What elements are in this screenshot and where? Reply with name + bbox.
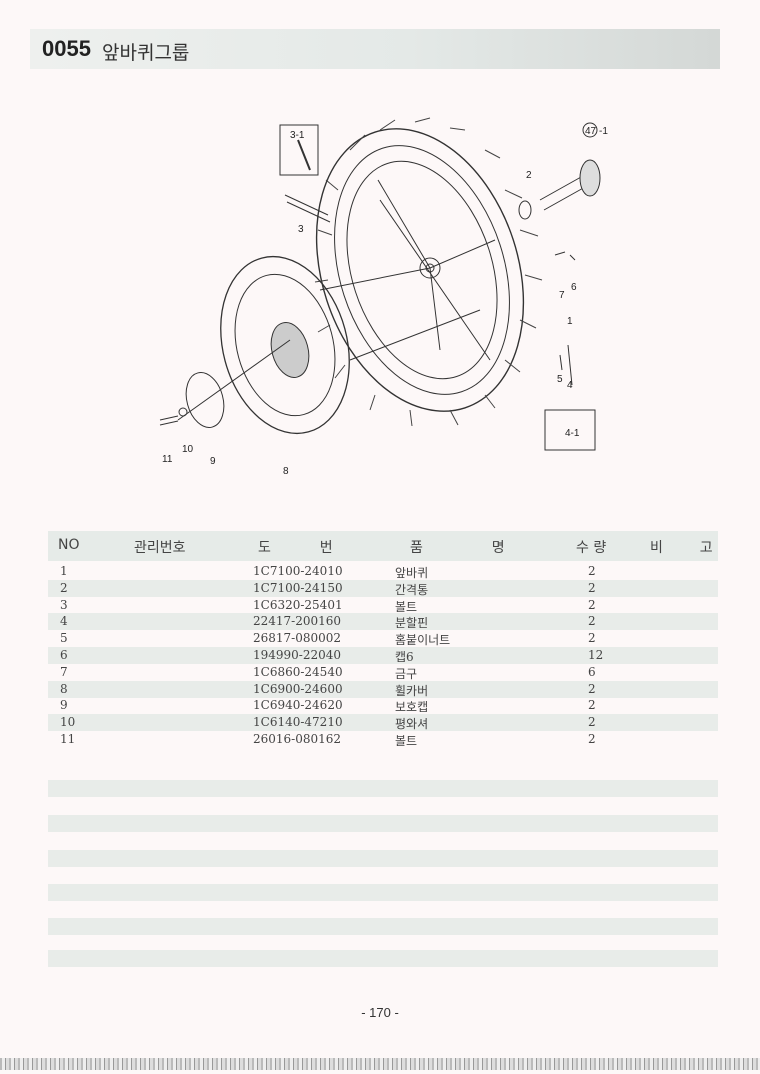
- page-number: - 170 -: [361, 1005, 399, 1020]
- cell-qty: 12: [588, 648, 604, 662]
- cell-name: 보호캡: [395, 700, 429, 715]
- callout-47-suffix: -1: [599, 126, 608, 137]
- cell-part: 1C6140-47210: [253, 715, 343, 730]
- callout-1: 1: [567, 316, 573, 327]
- cell-part: 22417-200160: [253, 614, 342, 629]
- table-row: 9 1C6940-24620 보호캡 2: [48, 697, 718, 714]
- front-wheel: [315, 128, 525, 412]
- cell-no: 11: [60, 732, 76, 746]
- col-mgmt-no: 관리번호: [134, 540, 186, 556]
- group-code: 0055: [42, 36, 91, 61]
- callout-3-1: 3-1: [290, 130, 305, 141]
- cell-no: 5: [60, 631, 68, 646]
- table-row: 6 194990-22040 캡6 12: [48, 647, 718, 664]
- empty-row-stripe: [48, 815, 718, 832]
- cell-qty: 2: [588, 631, 596, 646]
- col-no: NO: [58, 537, 80, 553]
- cell-qty: 2: [588, 614, 596, 629]
- cell-no: 7: [60, 664, 68, 679]
- cell-part: 1C7100-24150: [253, 580, 343, 595]
- empty-row-stripe: [48, 884, 718, 901]
- cell-name: 휠카버: [395, 683, 429, 698]
- cell-qty: 2: [588, 597, 596, 612]
- cell-no: 2: [60, 580, 68, 595]
- col-qty: 수 량: [576, 540, 607, 556]
- exploded-wheel-diagram: 3-1 47 -1 2 3 7 6 1 5 4 4-1 11 10 9 8: [159, 117, 608, 477]
- cell-qty: 2: [588, 580, 596, 595]
- scan-edge: [0, 1058, 760, 1070]
- empty-row-stripe: [48, 950, 718, 967]
- col-remarks: 비 고: [650, 540, 713, 556]
- cell-part: 1C6940-24620: [253, 698, 343, 713]
- table-row: 2 1C7100-24150 간격통 2: [48, 579, 718, 597]
- protective-cap: [185, 372, 225, 428]
- cell-no: 4: [60, 614, 68, 629]
- cell-part: 26817-080002: [253, 631, 342, 646]
- cell-name: 간격통: [395, 582, 429, 597]
- cell-part: 1C7100-24010: [253, 564, 343, 578]
- callout-9: 9: [210, 456, 216, 467]
- wheel-cover: [220, 255, 350, 435]
- empty-row-stripe: [48, 850, 718, 867]
- cell-part: 26016-080162: [253, 732, 342, 746]
- cell-part: 194990-22040: [253, 648, 342, 662]
- cell-no: 6: [60, 648, 68, 662]
- cell-qty: 2: [588, 732, 596, 746]
- cell-no: 9: [60, 698, 68, 713]
- cell-qty: 6: [588, 664, 596, 679]
- cell-part: 1C6860-24540: [253, 664, 343, 679]
- callout-11: 11: [162, 454, 173, 465]
- callout-6: 6: [571, 282, 577, 293]
- callout-4-1: 4-1: [565, 428, 580, 439]
- cell-no: 1: [60, 564, 68, 578]
- callout-2: 2: [526, 170, 532, 181]
- callout-5: 5: [557, 374, 563, 385]
- group-title: 앞바퀴그룹: [102, 42, 190, 64]
- cell-qty: 2: [588, 681, 596, 696]
- table-row: 8 1C6900-24600 휠카버 2: [48, 680, 718, 698]
- cell-no: 3: [60, 597, 68, 612]
- cell-no: 10: [60, 715, 76, 730]
- detail-box-3-1: [279, 124, 319, 176]
- cell-qty: 2: [588, 715, 596, 730]
- cell-no: 8: [60, 681, 68, 696]
- table-row: 11 26016-080162 볼트 2: [48, 731, 718, 748]
- cell-name: 볼트: [395, 599, 418, 614]
- cell-name: 금구: [395, 666, 418, 681]
- table-row: 7 1C6860-24540 금구 6: [48, 664, 718, 681]
- empty-row-stripe: [48, 918, 718, 935]
- cell-part: 1C6320-25401: [253, 597, 343, 612]
- cell-name: 평와셔: [395, 717, 429, 732]
- col-part-no: 도 번: [258, 540, 333, 556]
- cell-qty: 2: [588, 698, 596, 713]
- table-row: 10 1C6140-47210 평와셔 2: [48, 714, 718, 732]
- callout-8: 8: [283, 466, 289, 477]
- callout-47: 47: [585, 126, 597, 137]
- cell-qty: 2: [588, 564, 596, 578]
- cell-name: 앞바퀴: [395, 566, 429, 580]
- col-part-name: 품 명: [410, 540, 505, 556]
- cell-name: 볼트: [395, 734, 418, 748]
- section-header: 0055 앞바퀴그룹: [30, 29, 720, 69]
- cell-name: 분할핀: [395, 616, 429, 631]
- callout-3: 3: [298, 224, 304, 235]
- table-row: 5 26817-080002 홈붙이너트 2: [48, 630, 718, 647]
- table-row: 4 22417-200160 분할핀 2: [48, 613, 718, 631]
- cell-part: 1C6900-24600: [253, 681, 343, 696]
- table-row: 1 1C7100-24010 앞바퀴 2: [48, 563, 718, 580]
- callout-4: 4: [567, 380, 573, 391]
- empty-row-stripe: [48, 780, 718, 797]
- cell-name: 캡6: [395, 650, 414, 664]
- table-row: 3 1C6320-25401 볼트 2: [48, 597, 718, 614]
- callout-10: 10: [182, 444, 194, 455]
- detail-box-4-1: [544, 409, 596, 451]
- cell-name: 홈붙이너트: [395, 633, 451, 648]
- parts-table-header: NO 관리번호 도 번 품 명 수 량 비 고: [48, 531, 718, 561]
- callout-7: 7: [559, 290, 565, 301]
